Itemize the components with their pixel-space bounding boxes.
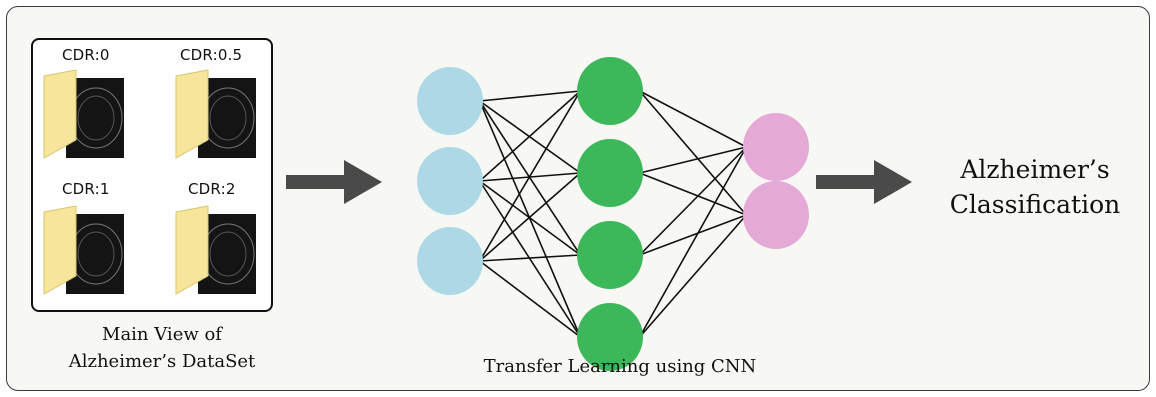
network-connection — [479, 90, 581, 102]
mri-folder-image — [43, 205, 124, 295]
network-connection — [639, 146, 747, 174]
mri-folder-image — [175, 205, 256, 295]
output-label: Alzheimer’s Classification — [920, 152, 1150, 222]
network-connection — [479, 254, 581, 262]
network-connection — [639, 214, 747, 256]
network-node-layer-1 — [417, 147, 483, 215]
network-connection — [639, 214, 747, 338]
network-connection — [639, 172, 747, 216]
network-node-layer-1 — [417, 227, 483, 295]
network-connection — [639, 146, 747, 256]
network-connection — [479, 172, 581, 262]
network-connection — [639, 146, 747, 338]
network-connection — [479, 180, 581, 338]
network-node-layer-2 — [577, 221, 643, 289]
cdr-label-0-5: CDR:0.5 — [180, 46, 243, 64]
network-connection — [479, 260, 581, 338]
network-caption: Transfer Learning using CNN — [483, 356, 757, 377]
output-label-line2: Classification — [949, 190, 1121, 219]
cdr-label-1: CDR:1 — [62, 180, 110, 198]
arrow-right-icon — [286, 160, 382, 204]
dataset-caption-line1: Main View of — [102, 324, 222, 345]
mri-folder-image — [175, 69, 256, 159]
network-node-layer-3 — [743, 113, 809, 181]
output-label-line1: Alzheimer’s — [960, 155, 1110, 184]
network-node-layer-1 — [417, 67, 483, 135]
cdr-label-2: CDR:2 — [188, 180, 236, 198]
arrow-right-icon — [816, 160, 912, 204]
network-node-layer-3 — [743, 181, 809, 249]
dataset-caption-line2: Alzheimer’s DataSet — [68, 351, 256, 372]
network-node-layer-2 — [577, 139, 643, 207]
cdr-label-0: CDR:0 — [62, 46, 110, 64]
network-connection — [479, 90, 581, 182]
dataset-caption: Main View of Alzheimer’s DataSet — [32, 321, 292, 375]
mri-folder-image — [43, 69, 124, 159]
network-connection — [479, 100, 581, 256]
network-connection — [639, 90, 747, 216]
network-node-layer-2 — [577, 57, 643, 125]
network-connection — [639, 90, 747, 148]
network-connection — [479, 90, 581, 262]
network-node-layer-2 — [577, 303, 643, 371]
network-connection — [478, 100, 582, 338]
